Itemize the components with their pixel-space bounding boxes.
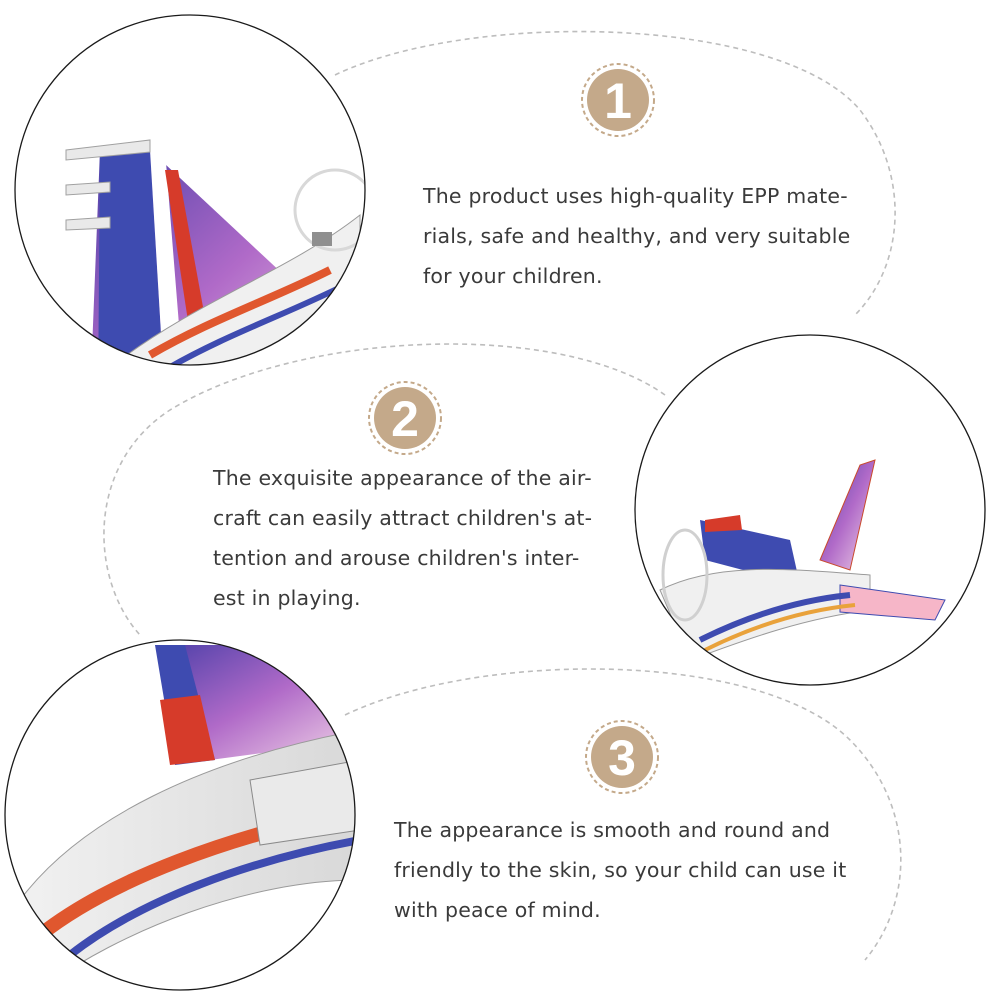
number-badge-1: 1: [581, 63, 655, 137]
number-badge-2-label: 2: [391, 391, 419, 447]
photo-circle-border-1: [14, 14, 366, 366]
toy-plane-side-photo: [635, 335, 985, 685]
dashed-oval-1: [334, 30, 896, 316]
photo-circle-border-2: [634, 334, 986, 686]
feature-text-3-line: friendly to the skin, so your child can …: [394, 858, 847, 882]
dashed-oval-2: [103, 343, 666, 636]
feature-text-2-line: tention and arouse children's inter-: [213, 546, 580, 570]
feature-text-1-line: rials, safe and healthy, and very suitab…: [423, 224, 851, 248]
photo-circle-border-3: [4, 639, 356, 991]
feature-text-1-line: for your children.: [423, 264, 603, 288]
number-badge-2: 2: [368, 381, 442, 455]
number-badge-3-label: 3: [608, 730, 636, 786]
feature-text-3-line: The appearance is smooth and round and: [394, 818, 831, 842]
feature-text-2-line: craft can easily attract children's at-: [213, 506, 593, 530]
feature-text-2-line: est in playing.: [213, 586, 361, 610]
feature-text-1: The product uses high-quality EPP mate- …: [423, 176, 850, 296]
feature-text-1-line: The product uses high-quality EPP mate-: [423, 184, 848, 208]
feature-text-3-line: with peace of mind.: [394, 898, 601, 922]
feature-text-2: The exquisite appearance of the air- cra…: [213, 458, 592, 618]
dashed-oval-3: [344, 668, 902, 961]
number-badge-3: 3: [585, 720, 659, 794]
number-badge-1-label: 1: [604, 73, 632, 129]
feature-text-3: The appearance is smooth and round and f…: [394, 810, 846, 930]
feature-text-2-line: The exquisite appearance of the air-: [213, 466, 592, 490]
toy-plane-wing-photo: [5, 640, 355, 990]
